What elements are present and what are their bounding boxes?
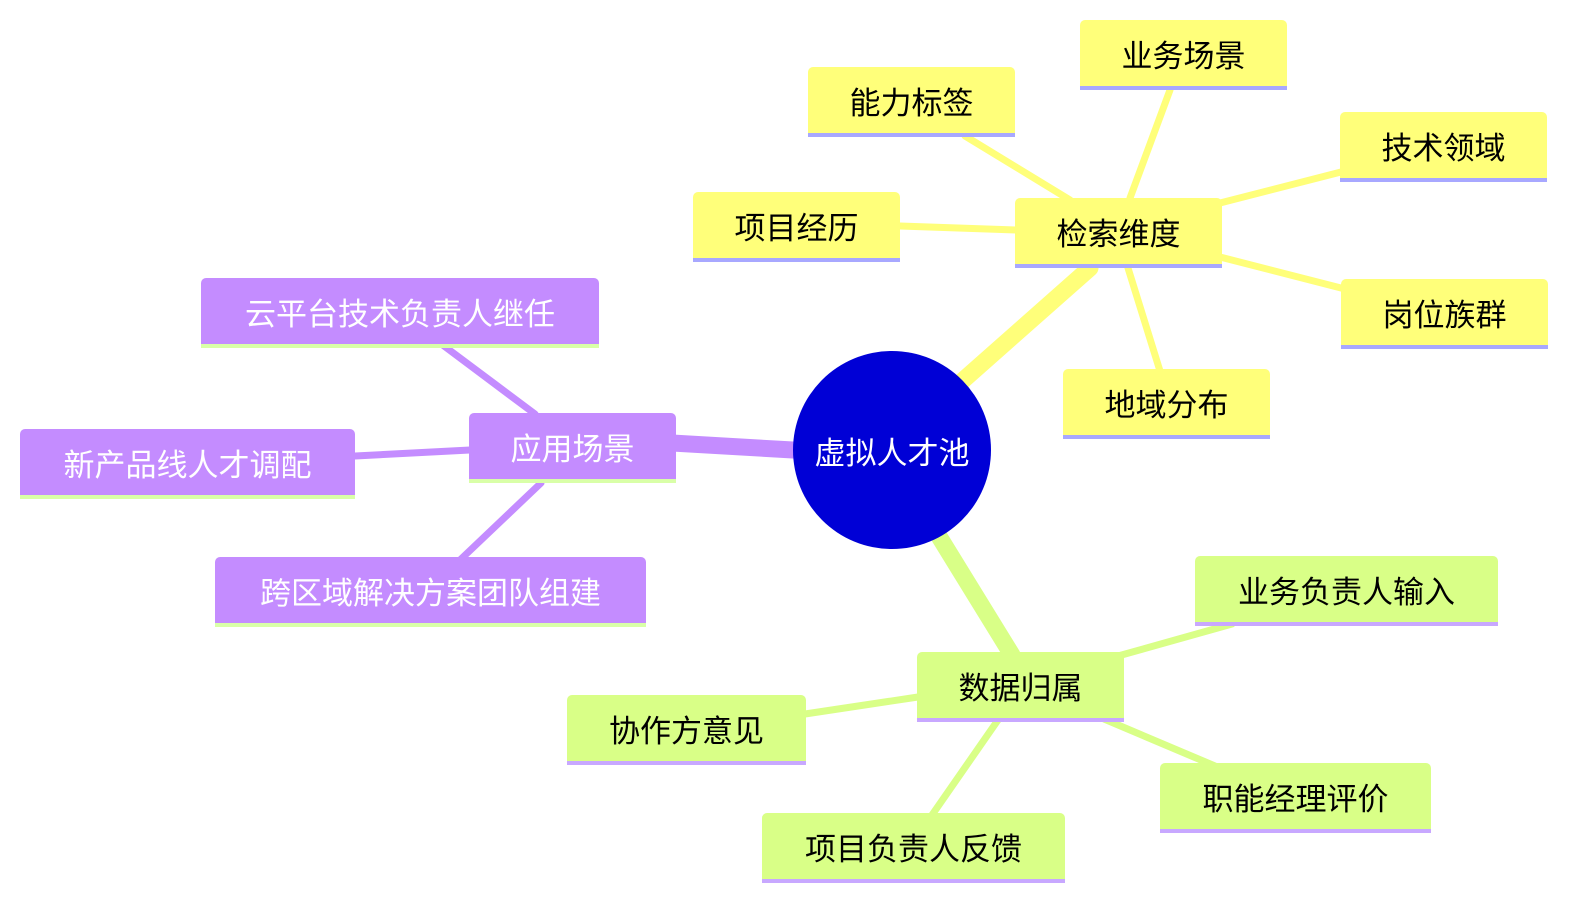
edge-data-manager [1100, 715, 1219, 770]
root-node[interactable]: 虚拟人才池 [793, 351, 991, 549]
leaf-label: 项目负责人反馈 [805, 831, 1022, 868]
leaf-node-ability-tags[interactable]: 能力标签 [808, 67, 1015, 137]
leaf-label: 能力标签 [849, 85, 974, 122]
leaf-node-manager-evaluation[interactable]: 职能经理评价 [1160, 763, 1431, 833]
leaf-label: 岗位族群 [1382, 297, 1507, 334]
edge-search-tech [1216, 168, 1345, 207]
edge-data-partner [801, 693, 922, 718]
leaf-label: 业务负责人输入 [1238, 574, 1455, 611]
branch-node-data[interactable]: 数据归属 [917, 652, 1124, 722]
leaf-label: 技术领域 [1381, 130, 1506, 167]
edge-data-business [1114, 620, 1236, 660]
leaf-node-new-product-line[interactable]: 新产品线人才调配 [20, 429, 355, 499]
edge-apply-newline [351, 446, 474, 460]
edge-search-ability [961, 132, 1074, 204]
edge-root-search [951, 259, 1099, 392]
leaf-node-tech-domain[interactable]: 技术领域 [1340, 112, 1547, 182]
branch-node-search[interactable]: 检索维度 [1015, 198, 1222, 268]
leaf-node-project-experience[interactable]: 项目经历 [693, 192, 900, 262]
branch-label-search: 检索维度 [1056, 216, 1181, 253]
edge-root-apply [663, 434, 802, 459]
leaf-node-position-family[interactable]: 岗位族群 [1341, 279, 1548, 349]
leaf-label: 项目经历 [734, 210, 859, 247]
edge-root-data [931, 529, 1021, 664]
branch-node-apply[interactable]: 应用场景 [469, 413, 676, 483]
leaf-node-project-owner-feedback[interactable]: 项目负责人反馈 [762, 813, 1065, 883]
leaf-label: 职能经理评价 [1202, 781, 1389, 818]
leaf-label: 新产品线人才调配 [63, 447, 312, 484]
branch-label-apply: 应用场景 [510, 431, 635, 468]
edge-search-project [896, 222, 1020, 234]
branch-label-data: 数据归属 [958, 670, 1083, 707]
leaf-node-business-owner-input[interactable]: 业务负责人输入 [1195, 556, 1498, 626]
leaf-node-partner-opinion[interactable]: 协作方意见 [567, 695, 806, 765]
edge-apply-crossregion [456, 479, 545, 564]
leaf-label: 协作方意见 [609, 713, 764, 750]
edge-data-project [928, 716, 1002, 819]
edge-search-business [1126, 86, 1174, 202]
leaf-node-business-scenario[interactable]: 业务场景 [1080, 20, 1287, 90]
root-label: 虚拟人才池 [814, 435, 970, 472]
leaf-node-cloud-succession[interactable]: 云平台技术负责人继任 [201, 278, 599, 348]
leaf-label: 跨区域解决方案团队组建 [260, 575, 601, 612]
leaf-label: 地域分布 [1104, 387, 1229, 424]
edge-apply-cloud [436, 339, 539, 418]
edge-search-post [1216, 253, 1345, 292]
leaf-node-region-distribution[interactable]: 地域分布 [1063, 369, 1270, 439]
leaf-label: 业务场景 [1121, 38, 1246, 75]
edge-search-region [1124, 264, 1164, 375]
leaf-label: 云平台技术负责人继任 [245, 296, 555, 333]
leaf-node-cross-region-team[interactable]: 跨区域解决方案团队组建 [215, 557, 646, 627]
